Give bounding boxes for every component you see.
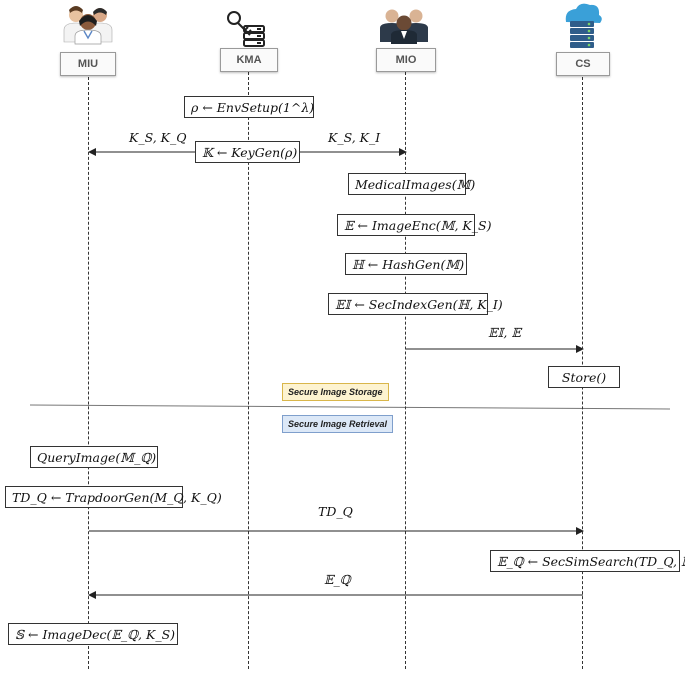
business-people-icon: [380, 9, 428, 44]
lifeline-miu: [88, 72, 89, 669]
imageenc-box: 𝔼 ← ImageEnc(𝕄, K_S): [337, 214, 491, 236]
lifeline-mio: [405, 72, 406, 669]
secsimsearch-box: 𝔼_ℚ ← SecSimSearch(TD_Q, 𝔼𝕀, 𝔼): [490, 550, 685, 572]
envsetup-box: ρ ← EnvSetup(1^λ): [184, 96, 314, 118]
actor-cs: CS: [556, 52, 610, 76]
result-label: 𝔼_ℚ: [324, 572, 351, 587]
phase-divider: [29, 404, 671, 410]
actor-miu: MIU: [60, 52, 116, 76]
secindexgen-box: 𝔼𝕀 ← SecIndexGen(ℍ, K_I): [328, 293, 503, 315]
phase-label-storage: Secure Image Storage: [282, 383, 389, 401]
actor-kma: KMA: [220, 48, 278, 72]
keys-to-mio-label: K_S, K_I: [328, 130, 381, 145]
medicalimages-box: MedicalImages(𝕄): [348, 173, 475, 195]
store-box: Store(): [548, 366, 620, 388]
keys-to-miu-label: K_S, K_Q: [129, 130, 187, 145]
hashgen-box: ℍ ← HashGen(𝕄): [345, 253, 467, 275]
queryimage-box: QueryImage(𝕄_ℚ): [30, 446, 158, 468]
trapdoor-label: TD_Q: [318, 504, 353, 519]
actor-mio: MIO: [376, 48, 436, 72]
imagedec-box: 𝕊 ← ImageDec(𝔼_ℚ, K_S): [8, 623, 178, 645]
upload-label: 𝔼𝕀, 𝔼: [488, 325, 521, 340]
cloud-server-icon: [565, 3, 602, 48]
doctors-icon: [63, 6, 113, 45]
keygen-box: 𝕂 ← KeyGen(ρ): [195, 141, 300, 163]
trapdoorgen-box: TD_Q ← TrapdoorGen(M_Q, K_Q): [5, 486, 222, 508]
phase-label-retrieval: Secure Image Retrieval: [282, 415, 394, 433]
key-server-icon: [227, 11, 265, 47]
lifeline-kma: [248, 72, 249, 669]
